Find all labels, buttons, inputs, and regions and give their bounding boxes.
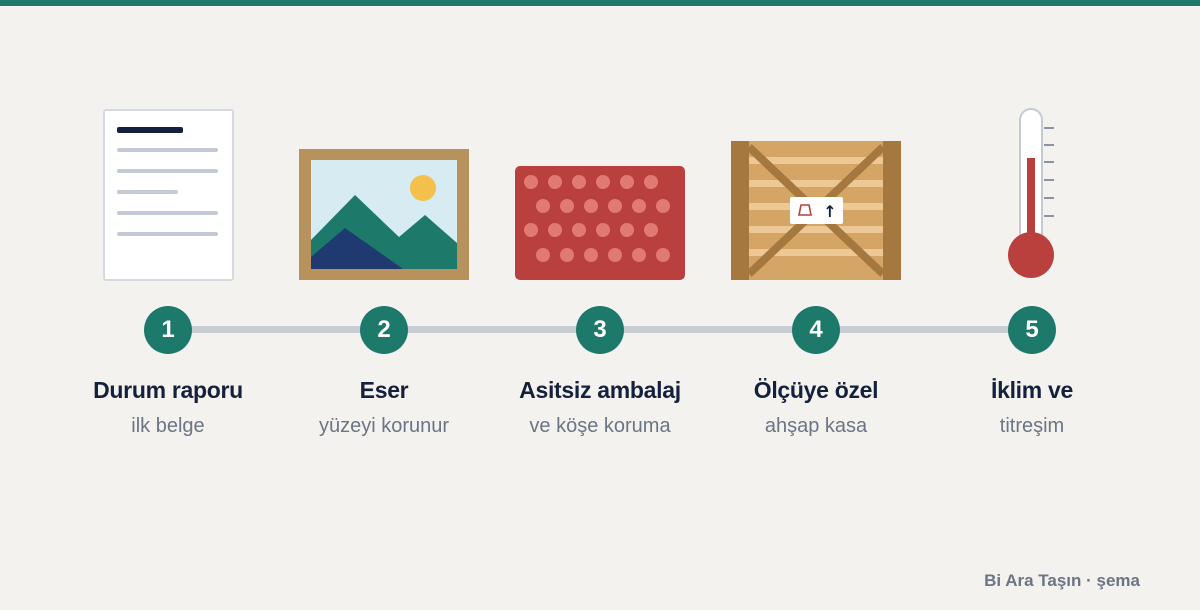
up-arrow-icon: ↑ — [823, 202, 836, 221]
step-4-subtitle: ahşap kasa — [764, 415, 868, 437]
step-4-circle: 4 — [792, 306, 840, 354]
step-5-subtitle: titreşim — [999, 415, 1065, 437]
step-1-subtitle: ilk belge — [131, 415, 205, 437]
top-accent-bar — [0, 0, 1200, 6]
bubble-wrap-icon — [515, 166, 685, 285]
thermometer-icon — [1005, 108, 1065, 285]
step-2-title: Eser — [359, 377, 409, 403]
step-5-title: İklim ve — [991, 377, 1073, 403]
step-3-circle: 3 — [576, 306, 624, 354]
step-3-subtitle: ve köşe koruma — [529, 415, 671, 437]
footer-credit: Bi Ara Taşın · şema — [984, 571, 1140, 590]
step-3-title: Asitsiz ambalaj — [519, 377, 681, 403]
step-2-subtitle: yüzeyi korunur — [318, 415, 450, 437]
document-icon — [103, 109, 234, 286]
step-1-title: Durum raporu — [93, 377, 243, 403]
step-2-circle: 2 — [360, 306, 408, 354]
step-1-circle: 1 — [144, 306, 192, 354]
framed-painting-icon — [299, 149, 469, 285]
wooden-crate-icon: ↑ — [731, 141, 901, 285]
step-5-circle: 5 — [1008, 306, 1056, 354]
step-4-title: Ölçüye özel — [753, 377, 879, 403]
